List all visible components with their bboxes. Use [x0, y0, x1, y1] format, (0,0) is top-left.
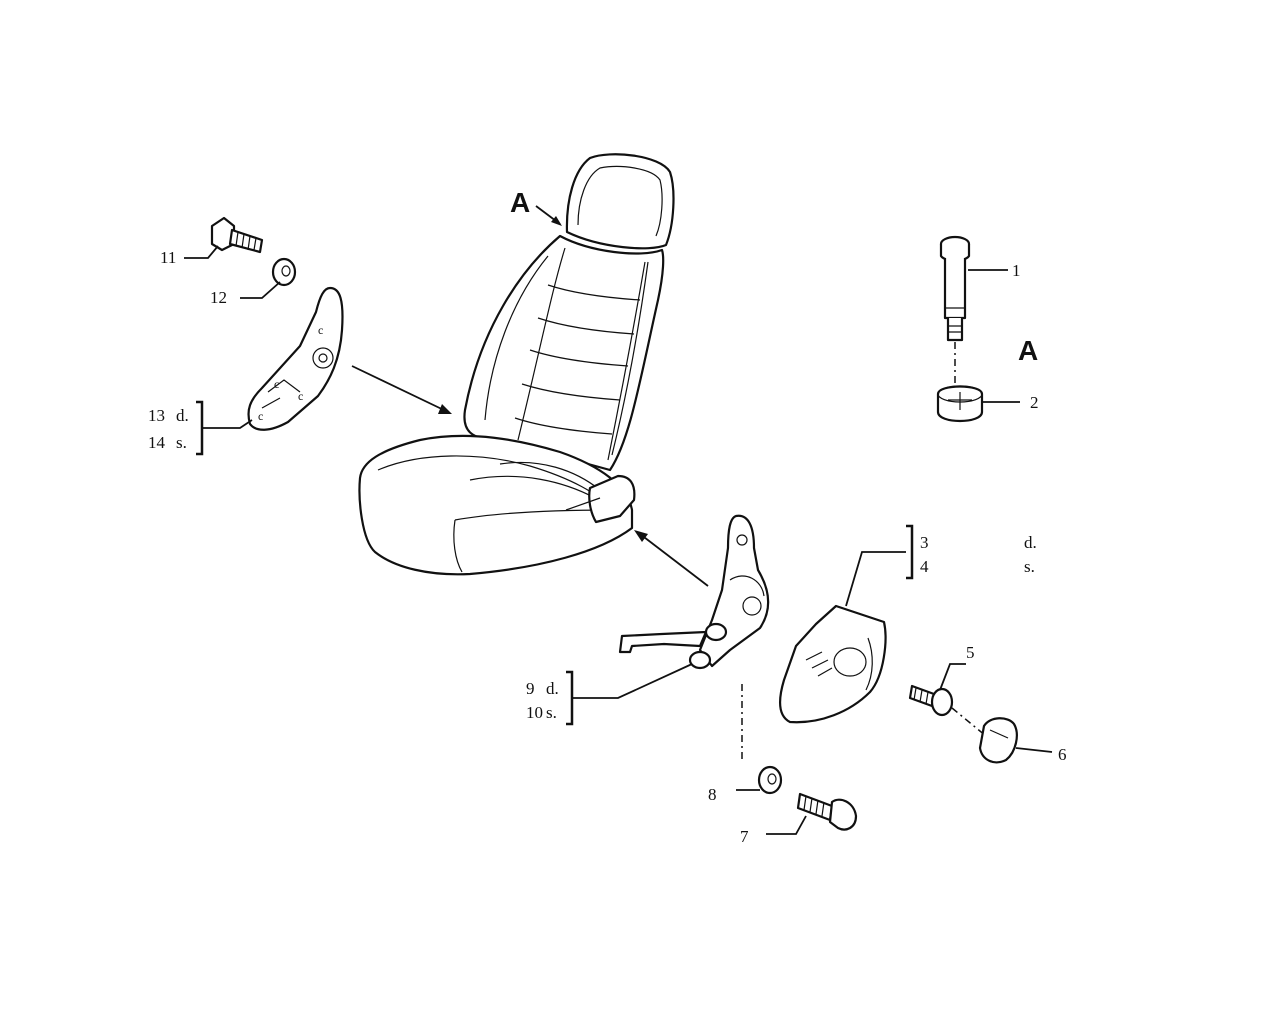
callout-2: 2	[1030, 393, 1039, 412]
callout-13: 13	[148, 406, 165, 425]
bracket-plate-part-13-14: c c c c	[247, 286, 344, 431]
bolt-part-11	[210, 216, 264, 254]
clip-part-2	[936, 385, 984, 422]
svg-text:c: c	[318, 323, 323, 337]
backrest	[463, 234, 665, 472]
pin-part-1	[939, 235, 971, 342]
callout-13-side: d.	[176, 406, 189, 425]
svg-text:c: c	[298, 389, 303, 403]
callout-4: 4	[920, 557, 929, 576]
callout-6: 6	[1058, 745, 1067, 764]
callout-1: 1	[1012, 261, 1021, 280]
cap-part-6	[978, 717, 1018, 764]
washer-part-12	[271, 257, 297, 287]
headrest	[565, 153, 675, 250]
screw-part-5	[908, 684, 954, 717]
seat-assembly	[358, 153, 675, 576]
seat-cushion	[358, 434, 634, 576]
washer-part-8	[757, 765, 783, 795]
callout-3: 3	[920, 533, 929, 552]
callout-3-side: d.	[1024, 533, 1037, 552]
seat-recliner-housing	[588, 474, 636, 524]
bolt-part-7	[796, 792, 858, 831]
svg-text:c: c	[274, 377, 279, 391]
callout-10: 10	[526, 703, 543, 722]
callout-8: 8	[708, 785, 717, 804]
callout-11: 11	[160, 248, 176, 267]
callout-9-side: d.	[546, 679, 559, 698]
view-label: A	[510, 187, 530, 218]
assembly-arrow-left	[351, 365, 449, 413]
detail-label: A	[1018, 335, 1038, 366]
recliner-mechanism-part-9-10	[618, 514, 770, 670]
cover-part-3-4	[778, 604, 887, 724]
callout-5: 5	[966, 643, 975, 662]
svg-text:c: c	[258, 409, 263, 423]
callout-7: 7	[740, 827, 749, 846]
assembly-arrow-right	[639, 533, 709, 587]
callout-4-side: s.	[1024, 557, 1035, 576]
callout-12: 12	[210, 288, 227, 307]
callout-9: 9	[526, 679, 535, 698]
callout-14: 14	[148, 433, 166, 452]
callout-14-side: s.	[176, 433, 187, 452]
callout-10-side: s.	[546, 703, 557, 722]
